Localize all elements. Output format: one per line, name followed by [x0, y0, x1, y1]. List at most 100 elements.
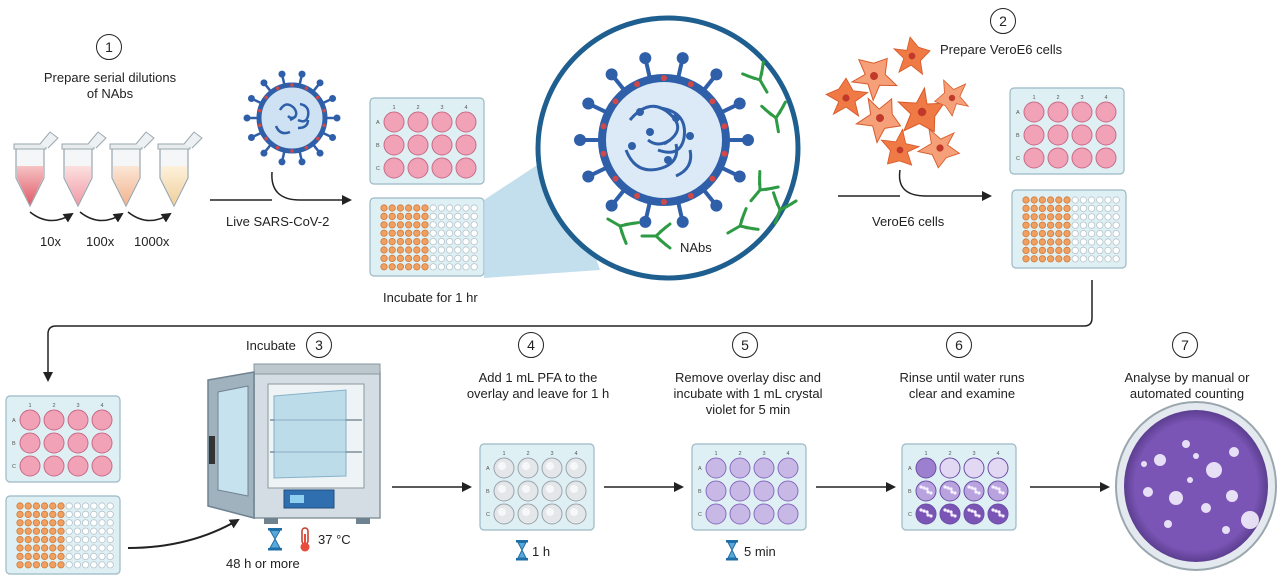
vero-cell-icon [892, 36, 931, 76]
plate-row-label: C [376, 166, 380, 172]
plaque [1187, 477, 1193, 483]
hourglass-icon [268, 528, 282, 551]
incubate-time-label: 48 h or more [226, 556, 300, 571]
step-2-label: Prepare VeroE6 cells [940, 42, 1063, 57]
plaque [1229, 447, 1239, 457]
step-6-label: Rinse until water runs clear and examine [864, 370, 1060, 402]
pfa-time-label: 1 h [532, 544, 551, 559]
plate-col-label: 1 [924, 451, 927, 457]
plate-row-label: A [12, 418, 16, 424]
step-1-badge: 1 [96, 34, 122, 60]
ninety-six-well-plate-right [1011, 189, 1127, 269]
vero-arrow [898, 169, 992, 201]
plate-row-label: A [698, 466, 702, 472]
virus-label: Live SARS-CoV-2 [226, 214, 330, 229]
plate-row-label: C [908, 512, 912, 518]
plaque [1164, 520, 1172, 528]
plaque [1182, 440, 1190, 448]
plate-row-label: C [698, 512, 702, 518]
step-1-label-line1: Prepare serial dilutions [43, 70, 177, 85]
plate-col-label: 1 [714, 451, 717, 457]
step-6-label-line1: Rinse until water runs [899, 370, 1025, 385]
plate-col-label: 1 [392, 105, 395, 111]
vero-cell-icon [880, 128, 921, 166]
vero-cell-icon [825, 77, 869, 118]
step-7-label-line1: Analyse by manual or [1124, 370, 1250, 385]
plate-col-label: 4 [574, 451, 577, 457]
plate-col-label: 2 [526, 451, 529, 457]
temperature-label: 37 °C [318, 532, 351, 547]
vero-cell-icon [916, 127, 961, 169]
plate-row-label: B [376, 143, 380, 149]
step-4-label-line1: Add 1 mL PFA to the [478, 370, 598, 385]
plate-col-label: 2 [52, 403, 55, 409]
step-1-label-line2: of NAbs [86, 86, 134, 101]
dilution-tubes [13, 131, 203, 208]
plate-col-label: 1 [28, 403, 31, 409]
plaque [1169, 491, 1183, 505]
antibody-icon [606, 217, 640, 245]
antibody-icon [640, 222, 672, 250]
virus-antibody-zoom [535, 15, 801, 281]
plate-col-label: 3 [1080, 95, 1083, 101]
antibody-icon [772, 191, 798, 225]
step-7-label-line2: automated counting [1129, 386, 1245, 401]
antibody-icon [749, 170, 780, 203]
vero-cell-icon [897, 86, 945, 133]
plate-col-label: 2 [738, 451, 741, 457]
tube-icon [61, 131, 107, 208]
plate-col-label: 4 [100, 403, 103, 409]
vero-cell-icon [854, 97, 902, 144]
plate-row-label: B [1016, 133, 1020, 139]
plate-col-label: 3 [972, 451, 975, 457]
cv-time-label: 5 min [744, 544, 776, 559]
plaque [1206, 462, 1222, 478]
plate-row-label: C [1016, 156, 1020, 162]
thermometer-icon [300, 527, 310, 552]
plate-col-label: 4 [786, 451, 789, 457]
virus-arrow [271, 171, 352, 205]
nabs-label: NAbs [680, 240, 712, 255]
hourglass-icon [516, 540, 528, 561]
step-2-badge: 2 [990, 8, 1016, 34]
plate-col-label: 4 [996, 451, 999, 457]
step-5-label-line3: violet for 5 min [705, 402, 791, 417]
plate-row-label: C [12, 464, 16, 470]
plate-col-label: 3 [76, 403, 79, 409]
plate-row-label: A [486, 466, 490, 472]
plaque [1222, 526, 1230, 534]
zoom-wedge [484, 150, 600, 278]
plaque [1241, 511, 1259, 529]
step-5-badge: 5 [732, 332, 758, 358]
vero-cell-icon [933, 79, 970, 117]
antibody-icon [741, 60, 769, 94]
plate-col-label: 1 [1032, 95, 1035, 101]
incubator-icon [207, 363, 381, 524]
dilution-label: 100x [86, 234, 115, 249]
connector-arrow [43, 280, 1093, 382]
plate-row-label: B [908, 489, 912, 495]
step-5-label-line1: Remove overlay disc and [675, 370, 821, 385]
petri-dish-icon [1115, 401, 1277, 571]
tube-icon [13, 131, 59, 208]
step-6-badge: 6 [946, 332, 972, 358]
plate-col-label: 2 [948, 451, 951, 457]
plate-row-label: B [698, 489, 702, 495]
sars-cov-2-virus-icon [243, 70, 341, 166]
tube-icon [109, 131, 155, 208]
step-4-badge: 4 [518, 332, 544, 358]
plaque [1226, 490, 1238, 502]
plaque [1143, 487, 1153, 497]
plate-col-label: 4 [464, 105, 467, 111]
step-4-label-line2: overlay and leave for 1 h [466, 386, 610, 401]
plate-col-label: 3 [550, 451, 553, 457]
plate-row-label: C [486, 512, 490, 518]
step-4-label: Add 1 mL PFA to the overlay and leave fo… [440, 370, 636, 402]
